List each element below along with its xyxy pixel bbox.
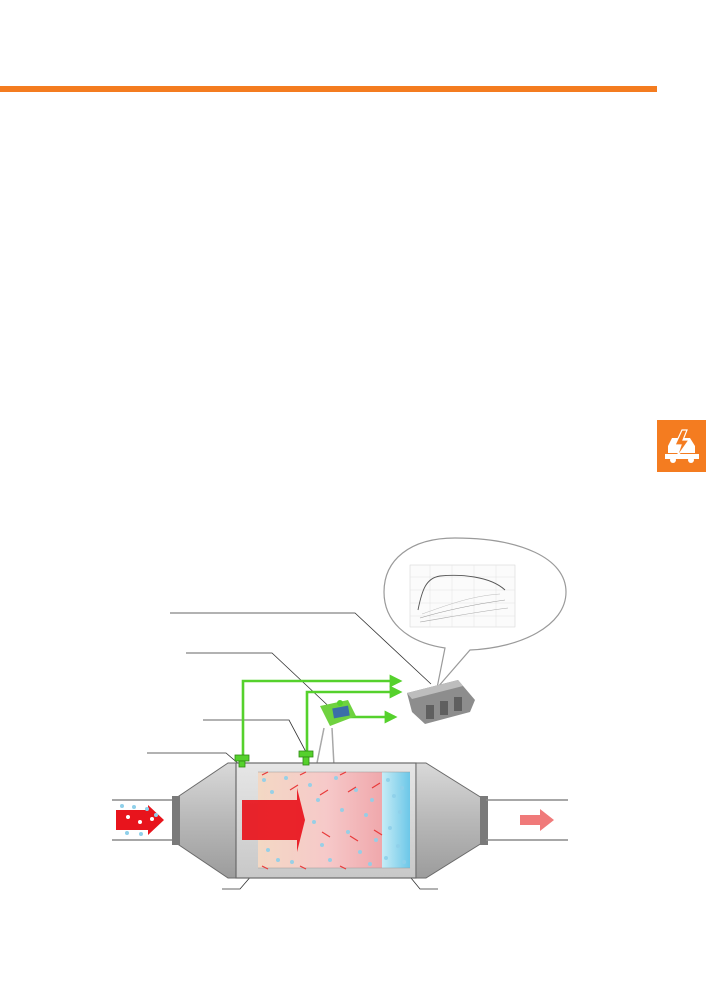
inlet-pipe xyxy=(112,799,180,841)
particulate-filter-diagram xyxy=(112,537,568,890)
ecu-icon xyxy=(407,680,475,724)
filter-body xyxy=(235,762,424,879)
header-rule xyxy=(0,86,657,92)
car-electrical-icon xyxy=(664,429,699,463)
inlet-flange xyxy=(172,796,180,845)
outlet-cone xyxy=(415,762,483,879)
pressure-sensor-icon xyxy=(315,700,356,769)
outlet-pipe xyxy=(486,799,568,841)
sensor-lines xyxy=(241,674,403,756)
sensor-fittings xyxy=(234,750,314,768)
graph-bubble xyxy=(383,537,567,691)
outlet-flange xyxy=(480,796,488,845)
inlet-cone xyxy=(175,762,239,879)
section-tab xyxy=(657,420,706,472)
